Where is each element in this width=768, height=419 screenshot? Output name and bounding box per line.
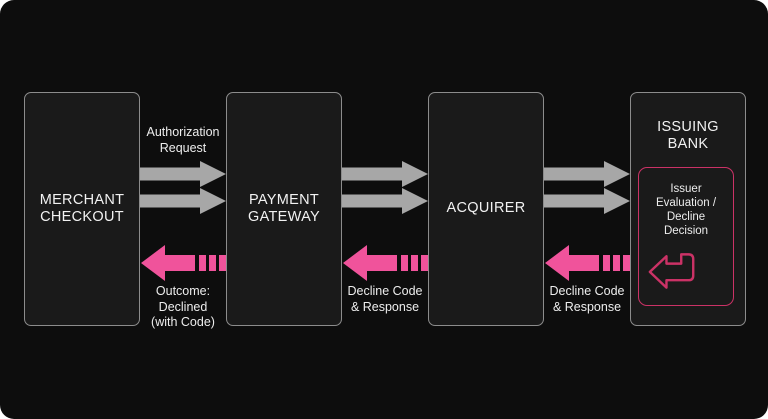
forward-arrow-acquirer-issuer-2 <box>544 188 630 214</box>
issuer-decision-box: Issuer Evaluation / Decline Decision <box>638 167 734 306</box>
return-arrow-icon <box>648 253 695 289</box>
node-merchant-checkout: MERCHANT CHECKOUT <box>24 92 140 326</box>
return-arrow-acquirer-gateway <box>343 245 428 281</box>
issuer-decision-label: Issuer Evaluation / Decline Decision <box>655 183 717 238</box>
return-arrow-gateway-merchant <box>141 245 226 281</box>
forward-arrow-merchant-gateway-2 <box>140 188 226 214</box>
forward-arrow-acquirer-issuer-1 <box>544 161 630 187</box>
node-payment-gateway-label: PAYMENT GATEWAY <box>248 191 320 225</box>
return-arrow-issuer-acquirer <box>545 245 630 281</box>
forward-arrow-merchant-gateway-1 <box>140 161 226 187</box>
node-issuing-bank-label: ISSUING BANK <box>657 119 719 153</box>
node-acquirer-label: ACQUIRER <box>446 200 526 217</box>
label-decline-code-response-gateway: Decline Code & Response <box>347 284 423 314</box>
label-decline-code-response-acquirer: Decline Code & Response <box>549 284 625 314</box>
node-payment-gateway: PAYMENT GATEWAY <box>226 92 342 326</box>
node-issuing-bank: ISSUING BANK Issuer Evaluation / Decline… <box>630 92 746 326</box>
forward-arrow-gateway-acquirer-1 <box>342 161 428 187</box>
forward-arrow-gateway-acquirer-2 <box>342 188 428 214</box>
node-merchant-checkout-label: MERCHANT CHECKOUT <box>39 191 125 225</box>
node-acquirer: ACQUIRER <box>428 92 544 326</box>
label-authorization-request: Authorization Request <box>146 125 220 155</box>
label-outcome-declined: Outcome: Declined (with Code) <box>151 284 215 329</box>
